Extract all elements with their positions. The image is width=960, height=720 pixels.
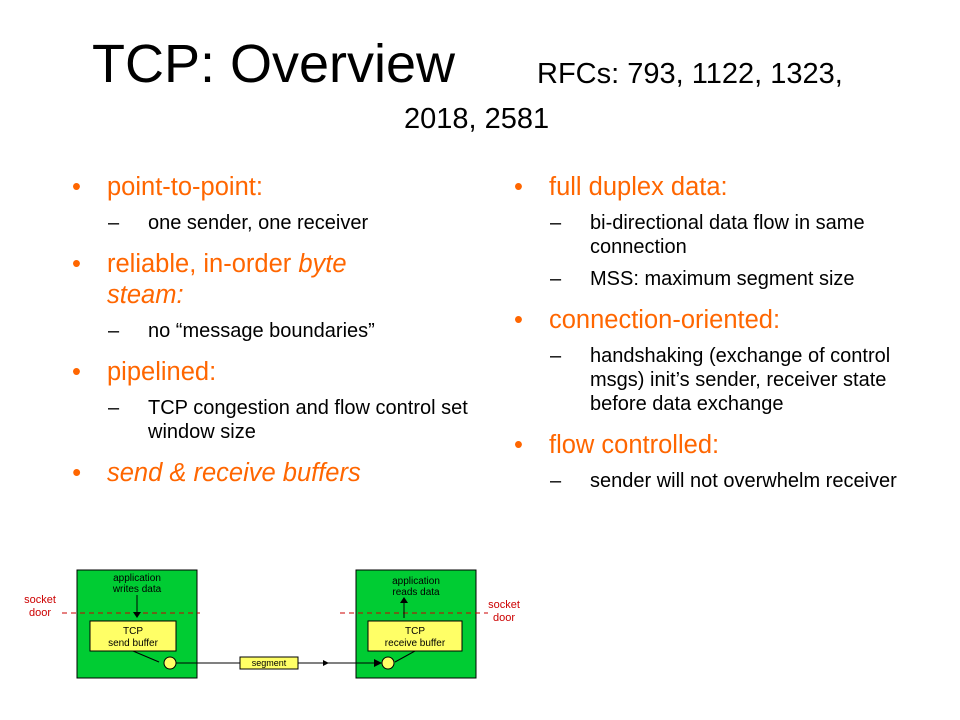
receiver-socket-circle <box>381 656 395 670</box>
reliable-text: reliable, in-order <box>107 250 299 278</box>
segment-mid-arrowhead <box>323 660 329 666</box>
sub-mss: MSS: maximum segment size <box>550 267 914 291</box>
receiver-socket-label-2: door <box>493 612 515 624</box>
sub-bidirectional: bi-directional data flow in same connect… <box>550 211 914 259</box>
sub-one-sender: one sender, one receiver <box>108 211 472 235</box>
bullet-buffers: send & receive buffers <box>72 458 472 489</box>
segment-box <box>239 656 299 670</box>
receiver-read-arrowhead <box>400 597 408 603</box>
receiver-app-label-1: application <box>392 576 440 587</box>
sub-congestion-flow: TCP congestion and flow control set wind… <box>108 396 472 444</box>
receive-buffer-label-2: receive buffer <box>385 638 446 649</box>
send-buffer-label-2: send buffer <box>108 638 159 649</box>
receiver-app-label-2: reads data <box>392 587 440 598</box>
receive-buffer-link <box>394 650 416 663</box>
sub-not-overwhelm: sender will not overwhelm receiver <box>550 469 914 493</box>
sub-handshaking: handshaking (exchange of control msgs) i… <box>550 344 914 416</box>
sender-socket-label-1: socket <box>24 594 56 606</box>
send-buffer-label-1: TCP <box>123 626 143 637</box>
sender-app-label-2: writes data <box>112 584 162 595</box>
bullet-flow-controlled: flow controlled: <box>514 430 914 461</box>
tcp-buffer-diagram: application writes data application read… <box>24 569 520 679</box>
sender-app-label-1: application <box>113 573 161 584</box>
receiver-socket-label-1: socket <box>488 599 520 611</box>
bullet-connection-oriented: connection-oriented: <box>514 305 914 336</box>
bullet-pipelined: pipelined: <box>72 357 472 388</box>
segment-arrowhead <box>374 659 382 667</box>
segment-label: segment <box>252 658 287 668</box>
receive-buffer-label-1: TCP <box>405 626 425 637</box>
rfc-list-line2: 2018, 2581 <box>404 103 550 135</box>
bullet-full-duplex: full duplex data: <box>514 172 914 203</box>
bullet-reliable: reliable, in-order byte steam: <box>72 249 472 311</box>
rfc-list-line1: RFCs: 793, 1122, 1323, <box>537 58 843 90</box>
sender-socket-circle <box>163 656 177 670</box>
sender-socket-label-2: door <box>29 607 51 619</box>
bullet-point-to-point: point-to-point: <box>72 172 472 203</box>
sub-no-message-boundaries: no “message boundaries” <box>108 319 472 343</box>
send-buffer-link <box>132 650 160 663</box>
sender-write-arrowhead <box>133 612 141 618</box>
left-bullet-column: point-to-point: one sender, one receiver… <box>72 170 472 489</box>
page-title: TCP: Overview <box>92 34 456 94</box>
right-bullet-column: full duplex data: bi-directional data fl… <box>514 170 914 493</box>
reliable-italic-text-2: steam: <box>107 281 184 309</box>
reliable-italic-text: byte <box>298 250 347 278</box>
